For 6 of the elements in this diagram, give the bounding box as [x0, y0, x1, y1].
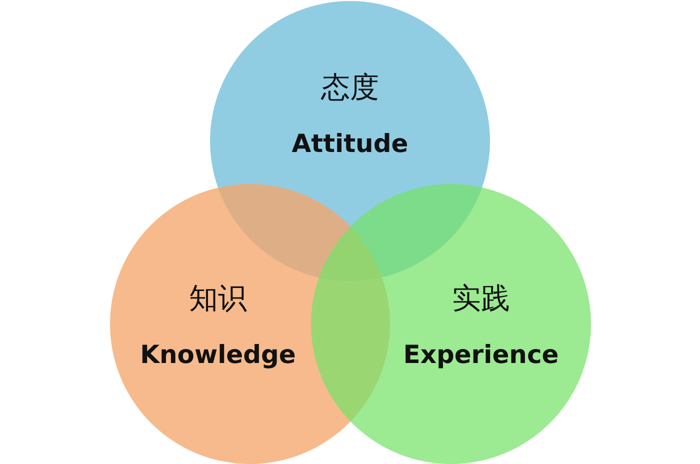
english-term: Knowledge [140, 342, 296, 367]
chinese-term: 知识 [189, 284, 247, 313]
chinese-term: 态度 [321, 73, 379, 102]
english-term: Attitude [292, 131, 408, 156]
chinese-term: 实践 [452, 284, 510, 313]
english-term: Experience [403, 342, 559, 367]
